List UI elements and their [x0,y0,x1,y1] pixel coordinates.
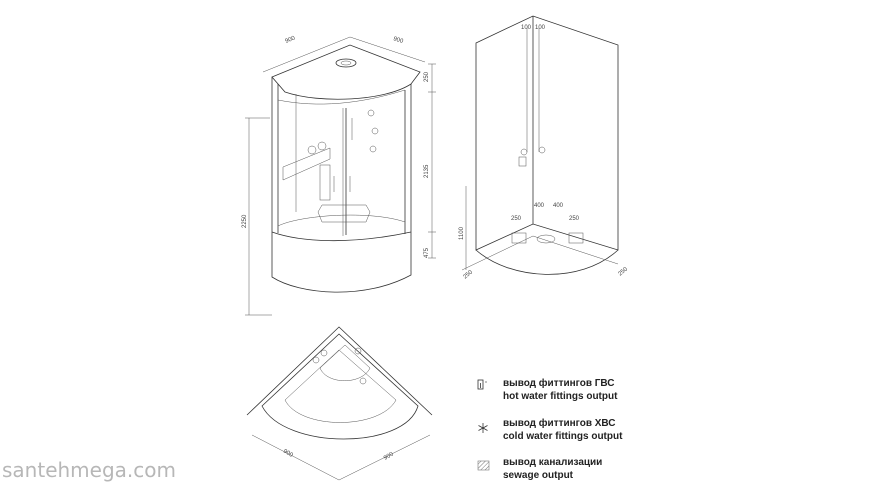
snowflake-icon [478,423,488,433]
side-view: 100 100 1100 250 250 400 400 250 250 [459,15,629,281]
thermometer-icon [477,379,487,390]
dim-front-height-cabin: 2135 [424,164,430,178]
hatch-icon [477,460,490,471]
dim-front-tray-height: 475 [424,247,430,258]
dim-side-left-height: 1100 [459,226,465,240]
dim-side-floor-b: 400 [534,203,545,209]
dim-front-top-right: 250 [424,71,430,82]
dim-side-floor-c: 400 [553,203,564,209]
legend-cold-water-en: cold water fittings output [503,431,623,442]
legend-item-sewage: вывод канализации sewage output [477,457,602,481]
legend-sewage-ru: вывод канализации [503,457,602,468]
dim-front-width-right: 900 [392,36,404,45]
dim-side-top-a: 100 [521,25,532,31]
front-view: 900 900 250 2135 475 2250 [242,35,436,316]
dim-front-width-left: 900 [285,35,297,45]
legend-sewage-en: sewage output [503,470,574,481]
dim-plan-left: 900 [282,449,294,460]
legend-hot-water-en: hot water fittings output [503,391,618,402]
legend-item-cold-water: вывод фиттингов ХВС cold water fittings … [478,417,623,442]
dim-front-height-total: 2250 [242,214,248,228]
dim-side-right-short: 250 [617,266,629,277]
dim-plan-right: 900 [383,451,395,462]
watermark: santehmega.com [2,458,176,482]
dim-side-top-b: 100 [535,25,546,31]
legend: вывод фиттингов ГВС hot water fittings o… [477,377,623,481]
dim-side-floor-a: 250 [511,216,522,222]
plan-view: 900 900 [246,326,433,481]
legend-item-hot-water: вывод фиттингов ГВС hot water fittings o… [477,377,618,402]
legend-cold-water-ru: вывод фиттингов ХВС [503,417,616,429]
legend-hot-water-ru: вывод фиттингов ГВС [503,377,614,389]
dim-side-left-short: 250 [462,269,474,280]
dim-side-floor-d: 250 [569,216,580,222]
